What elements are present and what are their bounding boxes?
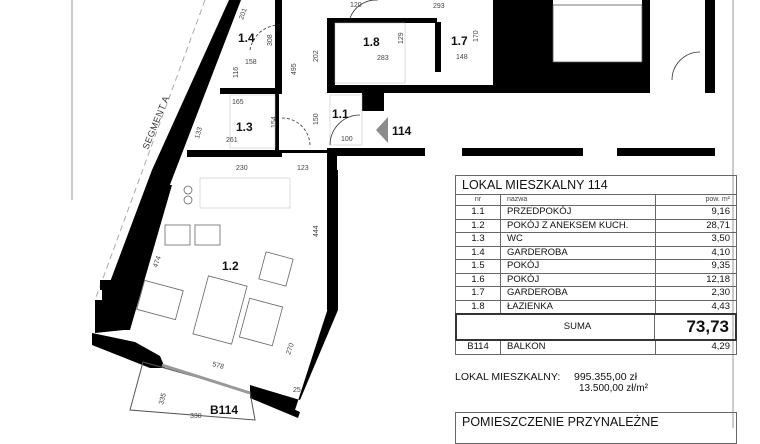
svg-text:202: 202	[313, 50, 320, 62]
svg-text:201: 201	[238, 7, 249, 20]
room-nr: 1.7	[456, 287, 501, 300]
room-label-1-8: 1.8	[363, 35, 380, 49]
segment-boundary	[94, 0, 206, 301]
svg-text:148: 148	[456, 54, 468, 61]
room-area: 2,30	[711, 287, 731, 298]
room-area: 28,71	[706, 219, 730, 231]
apartment-area-table: LOKAL MIESZKALNY 114 nr nazwa pow. m² 1.…	[455, 175, 737, 355]
svg-text:270: 270	[285, 342, 296, 355]
svg-text:129: 129	[398, 32, 405, 44]
room-area: 12,18	[706, 273, 730, 285]
room-name: PRZEDPOKÓJ	[501, 206, 656, 219]
room-nr: 1.8	[456, 300, 501, 313]
room-name: POKÓJ	[501, 273, 656, 286]
table-header-row: nr nazwa pow. m²	[456, 195, 736, 206]
room-area: 9,16	[711, 206, 731, 217]
room-nr: 1.5	[456, 260, 501, 273]
sum-value: 73,73	[654, 315, 735, 339]
svg-text:293: 293	[433, 3, 445, 10]
balcony-door	[161, 363, 251, 395]
svg-text:230: 230	[236, 165, 248, 172]
balcony-row: B114 BALKON 4,29	[456, 341, 736, 354]
entrance-arrow-icon	[376, 117, 388, 143]
room-name: WC	[501, 233, 656, 246]
room-nr: 1.1	[456, 206, 501, 219]
living-room-furniture	[136, 185, 294, 347]
room-label-1-4: 1.4	[238, 31, 255, 45]
room-area: 3,50	[711, 233, 731, 244]
room-nr: 1.2	[456, 219, 501, 232]
room-name: POKÓJ Z ANEKSEM KUCH.	[501, 219, 656, 232]
svg-text:335: 335	[158, 392, 168, 405]
room-label-1-3: 1.3	[236, 120, 253, 134]
header-area: pow. m²	[705, 196, 730, 203]
balcony-name: BALKON	[501, 341, 656, 354]
svg-text:165: 165	[232, 99, 244, 106]
sum-label: SUMA	[563, 321, 592, 332]
svg-text:474: 474	[152, 255, 163, 268]
header-name: nazwa	[501, 195, 656, 205]
room-area: 4,43	[711, 300, 731, 312]
svg-text:150: 150	[313, 113, 320, 125]
room-nr: 1.6	[456, 273, 501, 286]
svg-text:158: 158	[245, 59, 257, 66]
dimensions: 201 308 158 116 165 154 261 133 495 202 …	[152, 2, 480, 420]
room-nr: 1.3	[456, 233, 501, 246]
room-name: ŁAZIENKA	[501, 300, 656, 313]
balcony-nr: B114	[456, 341, 501, 354]
svg-text:261: 261	[226, 137, 238, 144]
balcony-area: 4,29	[711, 341, 731, 352]
svg-text:444: 444	[313, 225, 320, 237]
svg-text:100: 100	[341, 136, 353, 143]
price-label: LOKAL MIESZKALNY:	[455, 371, 561, 383]
price-total: 995.355,00 zł	[574, 371, 638, 383]
header-nr: nr	[456, 195, 501, 205]
room-area: 4,10	[711, 246, 731, 258]
svg-text:133: 133	[194, 126, 204, 139]
svg-text:170: 170	[473, 30, 480, 42]
table-title: LOKAL MIESZKALNY 114	[456, 176, 736, 195]
price-per-m2: 13.500,00 zł/m²	[579, 383, 648, 394]
svg-text:154: 154	[271, 116, 278, 128]
furniture-block	[552, 4, 643, 63]
room-area: 9,35	[711, 260, 731, 271]
svg-text:308: 308	[267, 34, 274, 46]
svg-text:25: 25	[293, 387, 301, 394]
svg-text:120: 120	[350, 2, 362, 9]
svg-text:283: 283	[377, 55, 389, 62]
room-name: GARDEROBA	[501, 246, 656, 259]
room-label-balcony: B114	[210, 403, 238, 417]
annex-title: POMIESZCZENIE PRZYNALEŻNE	[462, 415, 659, 429]
svg-text:116: 116	[233, 67, 240, 78]
walls	[92, 0, 715, 418]
annex-table: POMIESZCZENIE PRZYNALEŻNE	[455, 412, 737, 444]
room-label-1-2: 1.2	[222, 259, 239, 273]
door-swings	[249, 0, 701, 146]
tiled-areas	[199, 22, 406, 209]
room-name: GARDEROBA	[501, 287, 656, 300]
room-label-1-7: 1.7	[451, 34, 468, 48]
svg-text:495: 495	[291, 63, 298, 75]
room-name: POKÓJ	[501, 260, 656, 273]
room-nr: 1.4	[456, 246, 501, 259]
svg-text:330: 330	[190, 413, 202, 420]
floor-plan: SEGMENT A	[71, 0, 734, 428]
svg-text:123: 123	[297, 165, 309, 172]
entrance-label: 114	[392, 124, 412, 138]
svg-text:578: 578	[211, 361, 224, 371]
sum-row: SUMA 73,73	[455, 313, 737, 341]
room-label-1-1: 1.1	[332, 107, 349, 121]
